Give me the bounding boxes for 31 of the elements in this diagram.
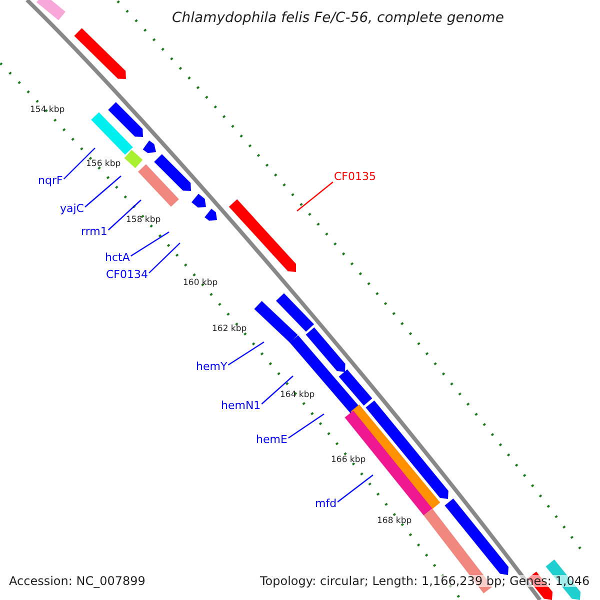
leader-line <box>148 242 180 274</box>
gene-label: hemN1 <box>221 400 261 411</box>
leader-line <box>288 414 324 438</box>
scale-label: 158 kbp <box>126 216 161 224</box>
leader-line <box>296 182 334 212</box>
leader-line <box>130 232 170 256</box>
leader-line <box>84 176 122 208</box>
accession-text: Accession: NC_007899 <box>9 575 146 587</box>
scale-label: 162 kbp <box>212 325 247 334</box>
scale-label: 156 kbp <box>86 160 121 168</box>
gene-label: mfd <box>315 498 337 509</box>
genome-info-text: Topology: circular; Length: 1,166,239 bp; Genes: 1,046 <box>260 575 590 587</box>
scale-label: 160 kbp <box>183 279 218 288</box>
leader-line <box>228 342 264 366</box>
gene-label: hemE <box>256 434 288 445</box>
gene-label: hctA <box>105 252 130 263</box>
scale-label: 154 kbp <box>30 106 65 114</box>
gene-label: CF0135 <box>334 171 376 182</box>
scale-label: 166 kbp <box>331 456 366 464</box>
gene-label: hemY <box>196 361 228 372</box>
diagram-title: Chlamydophila felis Fe/C-56, complete genome <box>172 11 504 25</box>
leader-line <box>63 148 96 180</box>
gene-label: nqrF <box>38 175 63 186</box>
gene-label: rrm1 <box>81 226 108 237</box>
leader-line <box>337 474 374 502</box>
leader-line <box>261 376 294 404</box>
scale-label: 164 kbp <box>280 391 315 400</box>
leader-line <box>108 200 142 230</box>
gene-label: CF0134 <box>106 269 148 280</box>
gene-label: yajC <box>60 203 84 214</box>
scale-label: 168 kbp <box>377 517 412 526</box>
